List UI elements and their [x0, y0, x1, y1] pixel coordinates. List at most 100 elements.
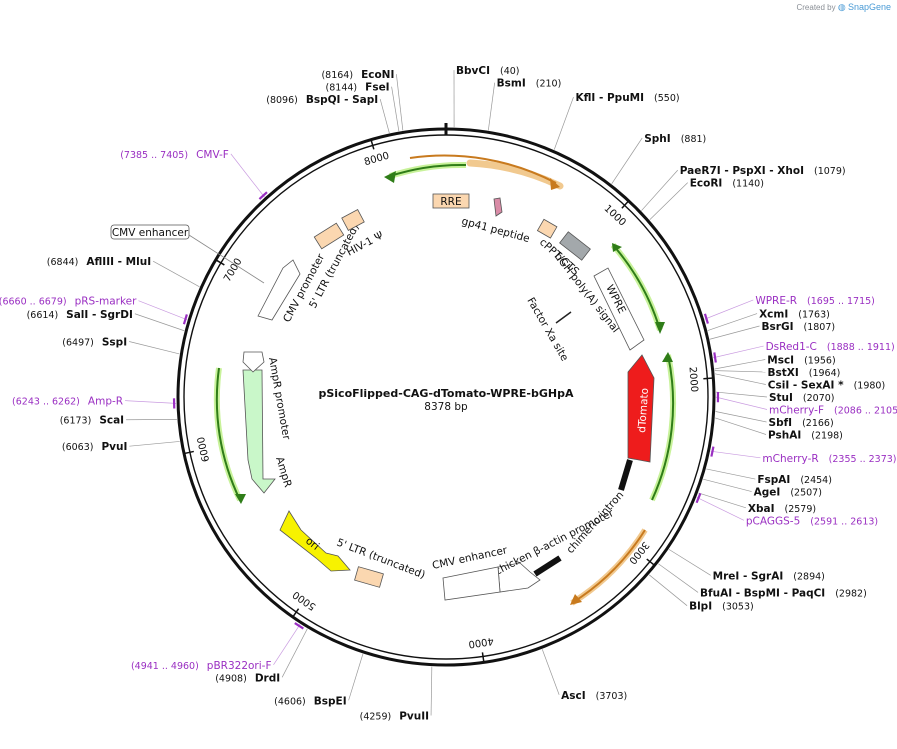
site-leader-lines — [125, 70, 768, 716]
brand-name: SnapGene — [847, 2, 891, 12]
site-name: PvuII — [399, 711, 429, 723]
site-name: XbaI — [748, 503, 775, 515]
site-leader — [379, 99, 390, 134]
site-leader — [715, 417, 767, 435]
site-name: AflIII - MluI — [86, 256, 151, 268]
primer-name: pBR322ori-F — [207, 660, 272, 672]
gp41-label: gp41 peptide — [460, 215, 531, 245]
bgh-feature — [559, 231, 591, 261]
ltr-5-bottom-feature — [354, 566, 384, 588]
site-position: (2982) — [835, 588, 867, 599]
primer-leader — [696, 496, 745, 521]
primer-leader — [713, 345, 764, 359]
site-name: BbvCI — [456, 65, 490, 77]
primer-leader — [710, 450, 761, 459]
primer-arrow — [710, 446, 715, 457]
site-leader — [152, 260, 200, 288]
site-name: BlpI — [689, 601, 712, 613]
tick-label: 8000 — [363, 151, 391, 169]
site-name: BsmI — [497, 78, 526, 90]
site-position: (2507) — [790, 488, 822, 499]
site-leader — [706, 468, 756, 480]
site-name: BspQI - SapI — [306, 94, 378, 106]
dtomato-feature — [627, 354, 655, 463]
tick-label: 6000 — [196, 436, 212, 463]
site-leader — [129, 441, 180, 447]
plasmid-name: pSicoFlipped-CAG-dTomato-WPRE-bGHpA — [318, 387, 574, 400]
site-leader — [709, 325, 760, 340]
site-position: (210) — [536, 79, 562, 90]
site-name: BstXI — [767, 367, 798, 379]
orf-arrows — [213, 154, 677, 606]
factor-xa-label: Factor Xa site — [524, 296, 570, 364]
site-position: (2198) — [811, 431, 843, 442]
ampr-feature — [242, 369, 276, 494]
site-name: SbfI — [769, 417, 793, 429]
hiv-psi-feature — [341, 209, 365, 231]
ori-feature — [279, 510, 351, 572]
tick-mark — [621, 200, 630, 209]
site-position: (1980) — [854, 381, 886, 392]
site-position: (4606) — [274, 696, 306, 707]
site-position: (6063) — [62, 442, 94, 453]
rre-label: RRE — [440, 196, 461, 208]
cmv-enhancer-leader — [188, 234, 265, 284]
site-position: (1807) — [803, 322, 835, 333]
site-position: (6844) — [47, 257, 79, 268]
chimeric-intron-feature — [618, 459, 633, 491]
primer-range: (4941 .. 4960) — [131, 661, 199, 672]
credit-prefix: Created by — [796, 3, 836, 12]
site-leader — [714, 359, 766, 370]
cmv-enhancer-box — [110, 224, 190, 240]
snapgene-logo-icon: ◍ — [837, 2, 846, 12]
orf-orange-top — [409, 154, 557, 184]
site-name: BfuAI - BspMI - PaqCI — [700, 587, 825, 599]
site-labels: BbvCI(40)BsmI(210)KflI - PpuMI(550)SphI(… — [0, 65, 897, 722]
site-position: (1956) — [804, 356, 836, 367]
primer-range: (6243 .. 6262) — [12, 397, 80, 408]
tick-mark — [703, 377, 714, 380]
primer-range: (2591 .. 2613) — [810, 516, 878, 527]
site-position: (2070) — [803, 393, 835, 404]
tick-mark — [481, 652, 485, 663]
site-position: (1964) — [809, 368, 841, 379]
site-leader — [648, 574, 688, 606]
primer-name: Amp-R — [88, 396, 123, 408]
chicken-actin-label: chicken β-actin promoter — [493, 507, 616, 578]
site-leader — [703, 478, 752, 492]
tick-mark — [646, 558, 656, 566]
orf-green-right — [651, 354, 675, 501]
site-position: (2166) — [802, 418, 834, 429]
primer-name: WPRE-R — [755, 295, 797, 307]
primer-name: pCAGGS-5 — [746, 515, 800, 527]
primer-arrow — [703, 313, 709, 324]
site-position: (1140) — [732, 179, 764, 190]
site-name: ScaI — [99, 415, 124, 427]
primer-leader — [715, 396, 768, 410]
primer-name: mCherry-R — [762, 453, 818, 465]
site-position: (4908) — [215, 673, 247, 684]
tick-mark — [292, 608, 300, 618]
primer-arrow — [182, 314, 188, 325]
primer-range: (2355 .. 2373) — [829, 454, 897, 465]
site-name: XcmI — [759, 309, 788, 321]
site-name: PvuI — [101, 441, 127, 453]
site-name: BspEI — [314, 695, 347, 707]
site-position: (2454) — [800, 475, 832, 486]
site-name: StuI — [769, 392, 793, 404]
site-name: SphI — [644, 133, 670, 145]
tick-label: 4000 — [468, 635, 495, 649]
tick-mark — [183, 450, 194, 455]
site-name: AgeI — [754, 487, 781, 499]
tick-label: 2000 — [686, 366, 699, 392]
site-position: (1079) — [814, 166, 846, 177]
site-leader — [714, 370, 766, 373]
site-leader — [541, 649, 560, 695]
site-position: (4259) — [360, 712, 392, 723]
site-leader — [553, 96, 574, 150]
site-position: (3053) — [722, 602, 754, 613]
primer-leader — [138, 300, 188, 321]
primer-arrow — [258, 191, 268, 200]
site-leader — [668, 549, 711, 576]
ampr-promoter-feature — [242, 351, 265, 373]
